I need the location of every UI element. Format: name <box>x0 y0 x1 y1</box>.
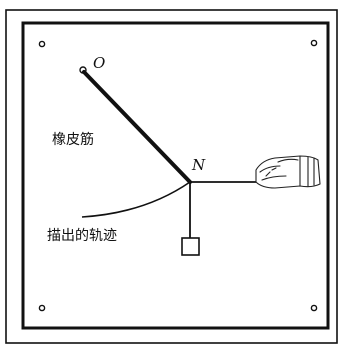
outer-frame <box>5 9 338 344</box>
rubber-band-label: 橡皮筋 <box>52 132 94 148</box>
pin-icon <box>310 304 318 312</box>
rubber-band <box>82 70 192 184</box>
board <box>21 21 330 330</box>
pin-icon <box>38 304 46 312</box>
weight-icon <box>181 237 200 256</box>
traced-trajectory-label: 描出的轨迹 <box>47 228 117 244</box>
pin-icon <box>38 40 46 48</box>
point-n-label: N <box>192 156 206 174</box>
point-o-label: O <box>93 54 106 72</box>
hand-icon <box>255 155 321 189</box>
traced-trajectory-curve <box>81 181 191 218</box>
pin-icon <box>310 39 318 47</box>
